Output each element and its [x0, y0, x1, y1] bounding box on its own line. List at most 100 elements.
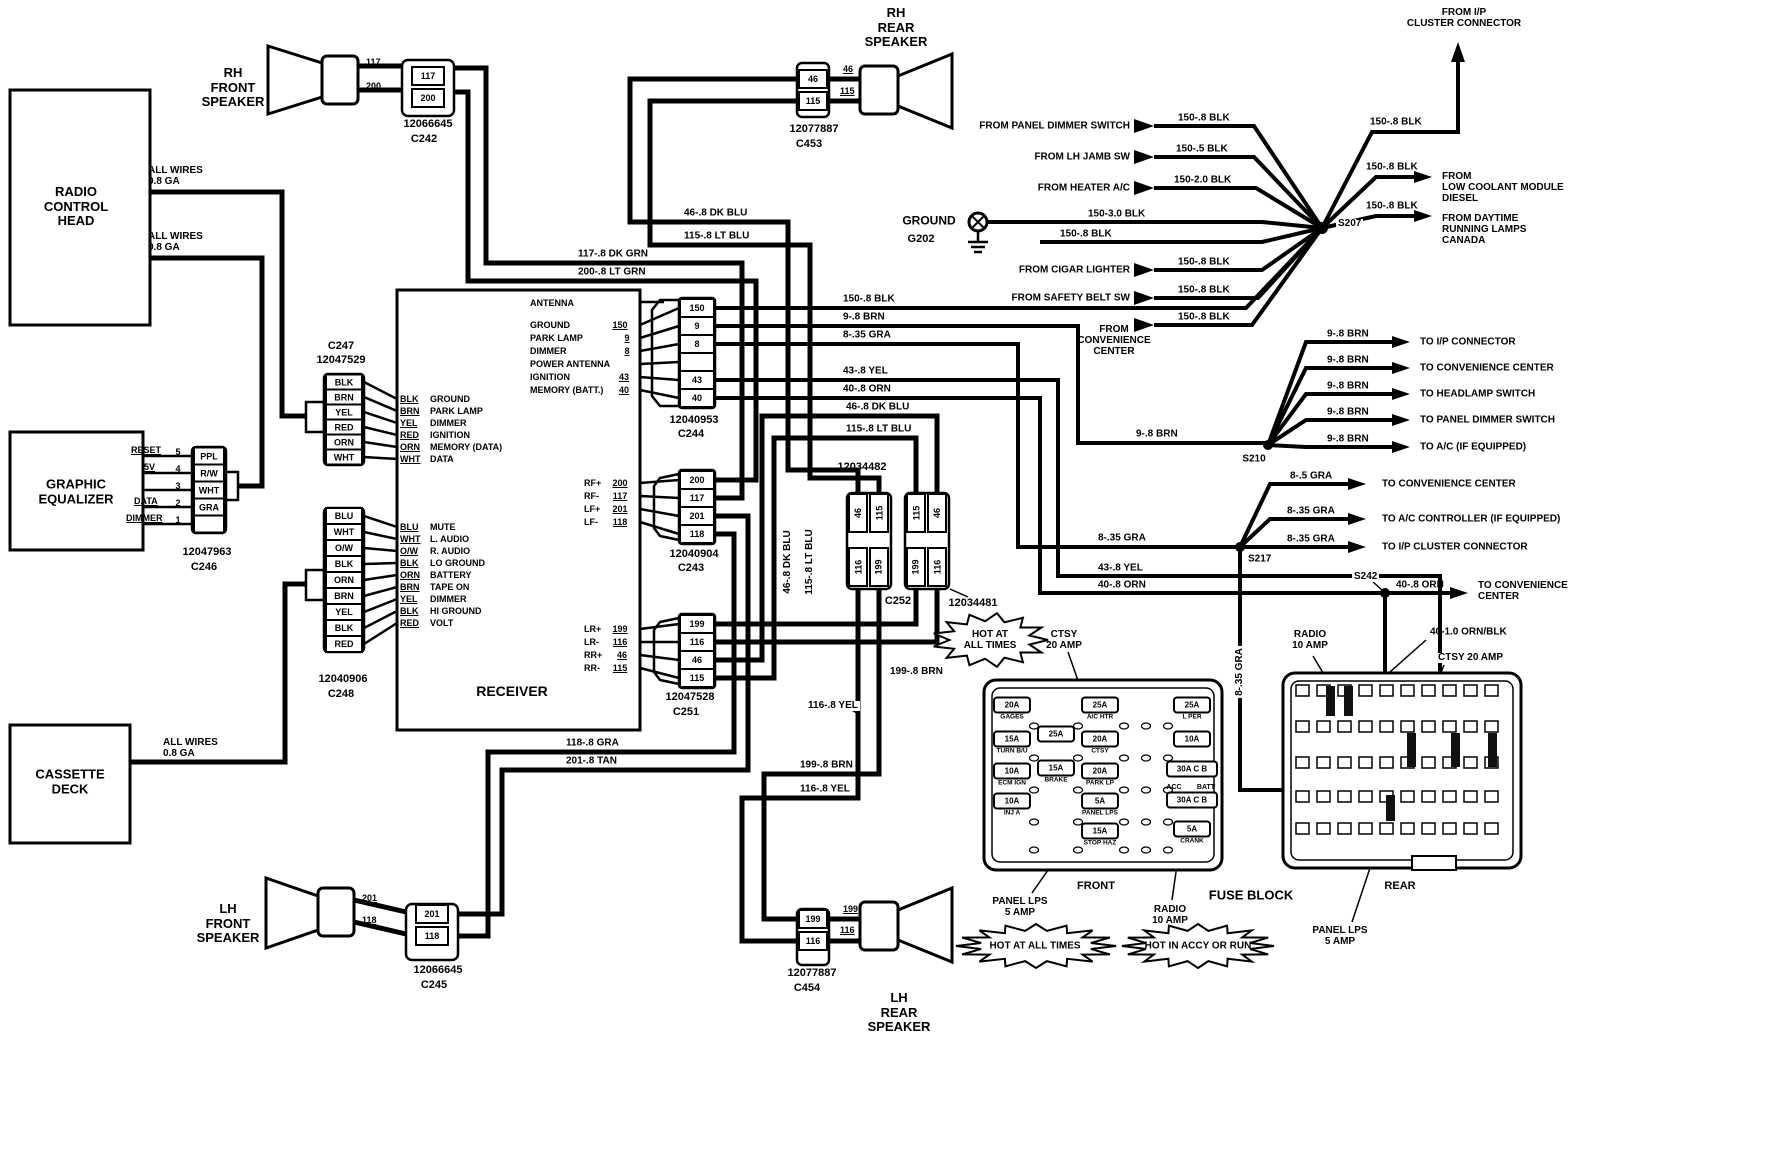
speaker-icons	[264, 43, 954, 965]
splice-s242-dot	[1380, 588, 1390, 598]
rear-fuse-slot	[1316, 756, 1331, 769]
terminal-oval	[1028, 818, 1040, 826]
rear-fuse-slot	[1463, 684, 1478, 697]
rear-fuse-slot	[1379, 756, 1394, 769]
rear-fuse-slot	[1463, 790, 1478, 803]
connector-c248-outline	[322, 506, 366, 654]
fuse-block-rear-notch	[1411, 855, 1457, 871]
connector-c243-outline	[677, 468, 717, 546]
terminal-oval	[1118, 786, 1130, 794]
generated-decorations	[933, 611, 1499, 970]
receiver-box	[395, 288, 642, 732]
rear-fuse-slot	[1379, 822, 1394, 835]
terminal-oval	[1028, 754, 1040, 762]
rear-fuse-slot	[1421, 790, 1436, 803]
rear-fuse-slot	[1337, 822, 1352, 835]
rear-fuse-slot	[1316, 822, 1331, 835]
rear-fuse-slot	[1337, 756, 1352, 769]
connector-c248-tab	[304, 568, 326, 602]
terminal-oval	[1162, 846, 1174, 854]
terminal-oval	[1072, 818, 1084, 826]
terminal-oval	[1072, 846, 1084, 854]
arrow-to-panel-dimmer	[1392, 414, 1410, 426]
rear-fuse-slot	[1442, 790, 1457, 803]
rear-fuse-slot	[1400, 822, 1415, 835]
connector-c247-tab	[304, 400, 326, 434]
rear-fuse-slot	[1316, 790, 1331, 803]
rear-fuse-slot	[1295, 756, 1310, 769]
arrow-safety-belt	[1134, 291, 1154, 305]
connector-c246-outline	[190, 445, 228, 535]
terminal-oval	[1118, 754, 1130, 762]
rear-fuse-slot	[1379, 720, 1394, 733]
arrow-convenience-center	[1134, 318, 1154, 332]
connector-c252-left-outline	[845, 491, 893, 591]
rear-fuse-slot	[1295, 822, 1310, 835]
terminal-oval	[1140, 818, 1152, 826]
rear-fuse-slot	[1358, 756, 1373, 769]
arrow-panel-dimmer	[1134, 119, 1154, 133]
rear-fuse-slot	[1484, 684, 1499, 697]
arrow-to-headlamp	[1392, 388, 1410, 400]
terminal-oval	[1118, 722, 1130, 730]
ground-symbol-g202	[967, 211, 989, 254]
arrow-to-ac-controller	[1348, 513, 1366, 525]
rear-fuse-slot	[1442, 822, 1457, 835]
terminal-oval	[1072, 754, 1084, 762]
rear-fuse-slot	[1484, 720, 1499, 733]
rear-fuse-slot	[1400, 720, 1415, 733]
arrow-to-ip-connector	[1392, 336, 1410, 348]
arrow-heater-ac	[1134, 181, 1154, 195]
wires-medium	[715, 58, 1460, 792]
terminal-oval	[1162, 722, 1174, 730]
radio-control-head-box	[8, 88, 152, 327]
splice-s217-dot	[1235, 542, 1245, 552]
rear-fuse-slot	[1358, 684, 1373, 697]
connector-c453-outline	[795, 61, 831, 119]
flow-arrows	[1134, 42, 1468, 599]
connector-c244-outline	[677, 296, 717, 410]
arrow-daytime-lamps	[1414, 210, 1432, 222]
terminal-oval	[1028, 846, 1040, 854]
rear-fuse-slot	[1421, 684, 1436, 697]
hot-at-all-times-burst-2	[955, 922, 1117, 970]
fuse-block-front-inner	[991, 687, 1215, 863]
rear-fuse-slot	[1484, 822, 1499, 835]
rear-fuse-slot	[1484, 790, 1499, 803]
terminal-oval	[1028, 786, 1040, 794]
connector-c242-outline	[400, 58, 456, 118]
graphic-equalizer-box	[8, 430, 145, 552]
arrow-cigar-lighter	[1134, 263, 1154, 277]
arrow-to-convenience-3	[1450, 587, 1468, 599]
rear-fuse-slot	[1379, 684, 1394, 697]
fuse-blocks	[982, 671, 1523, 872]
connector-c243-bracket	[652, 472, 680, 542]
rear-fuse-slot	[1400, 684, 1415, 697]
rear-fuse-slot	[1463, 822, 1478, 835]
arrow-to-convenience-1	[1392, 362, 1410, 374]
rear-fuse-slot	[1421, 756, 1436, 769]
terminal-oval	[1140, 786, 1152, 794]
hot-in-accy-or-run-burst	[1121, 922, 1275, 970]
connector-c246-tab	[224, 470, 240, 502]
arrow-to-ac	[1392, 441, 1410, 453]
rear-fuse-slot	[1421, 822, 1436, 835]
wires-thick	[130, 63, 940, 944]
rear-fuse-slot	[1295, 790, 1310, 803]
terminal-oval	[1118, 846, 1130, 854]
terminal-oval	[1140, 722, 1152, 730]
rear-fuse-slot	[1421, 720, 1436, 733]
rear-fuse-slot	[1463, 720, 1478, 733]
component-boxes	[8, 88, 642, 845]
terminal-oval	[1140, 754, 1152, 762]
arrow-lh-jamb	[1134, 150, 1154, 164]
rear-fuse-slot	[1316, 720, 1331, 733]
connector-c454-outline	[795, 907, 831, 967]
terminal-oval	[1072, 786, 1084, 794]
connector-c251-bracket	[652, 616, 680, 686]
lh-rear-speaker-icon	[858, 885, 954, 965]
arrow-ip-cluster	[1451, 42, 1465, 62]
rear-fuse-slot	[1295, 720, 1310, 733]
